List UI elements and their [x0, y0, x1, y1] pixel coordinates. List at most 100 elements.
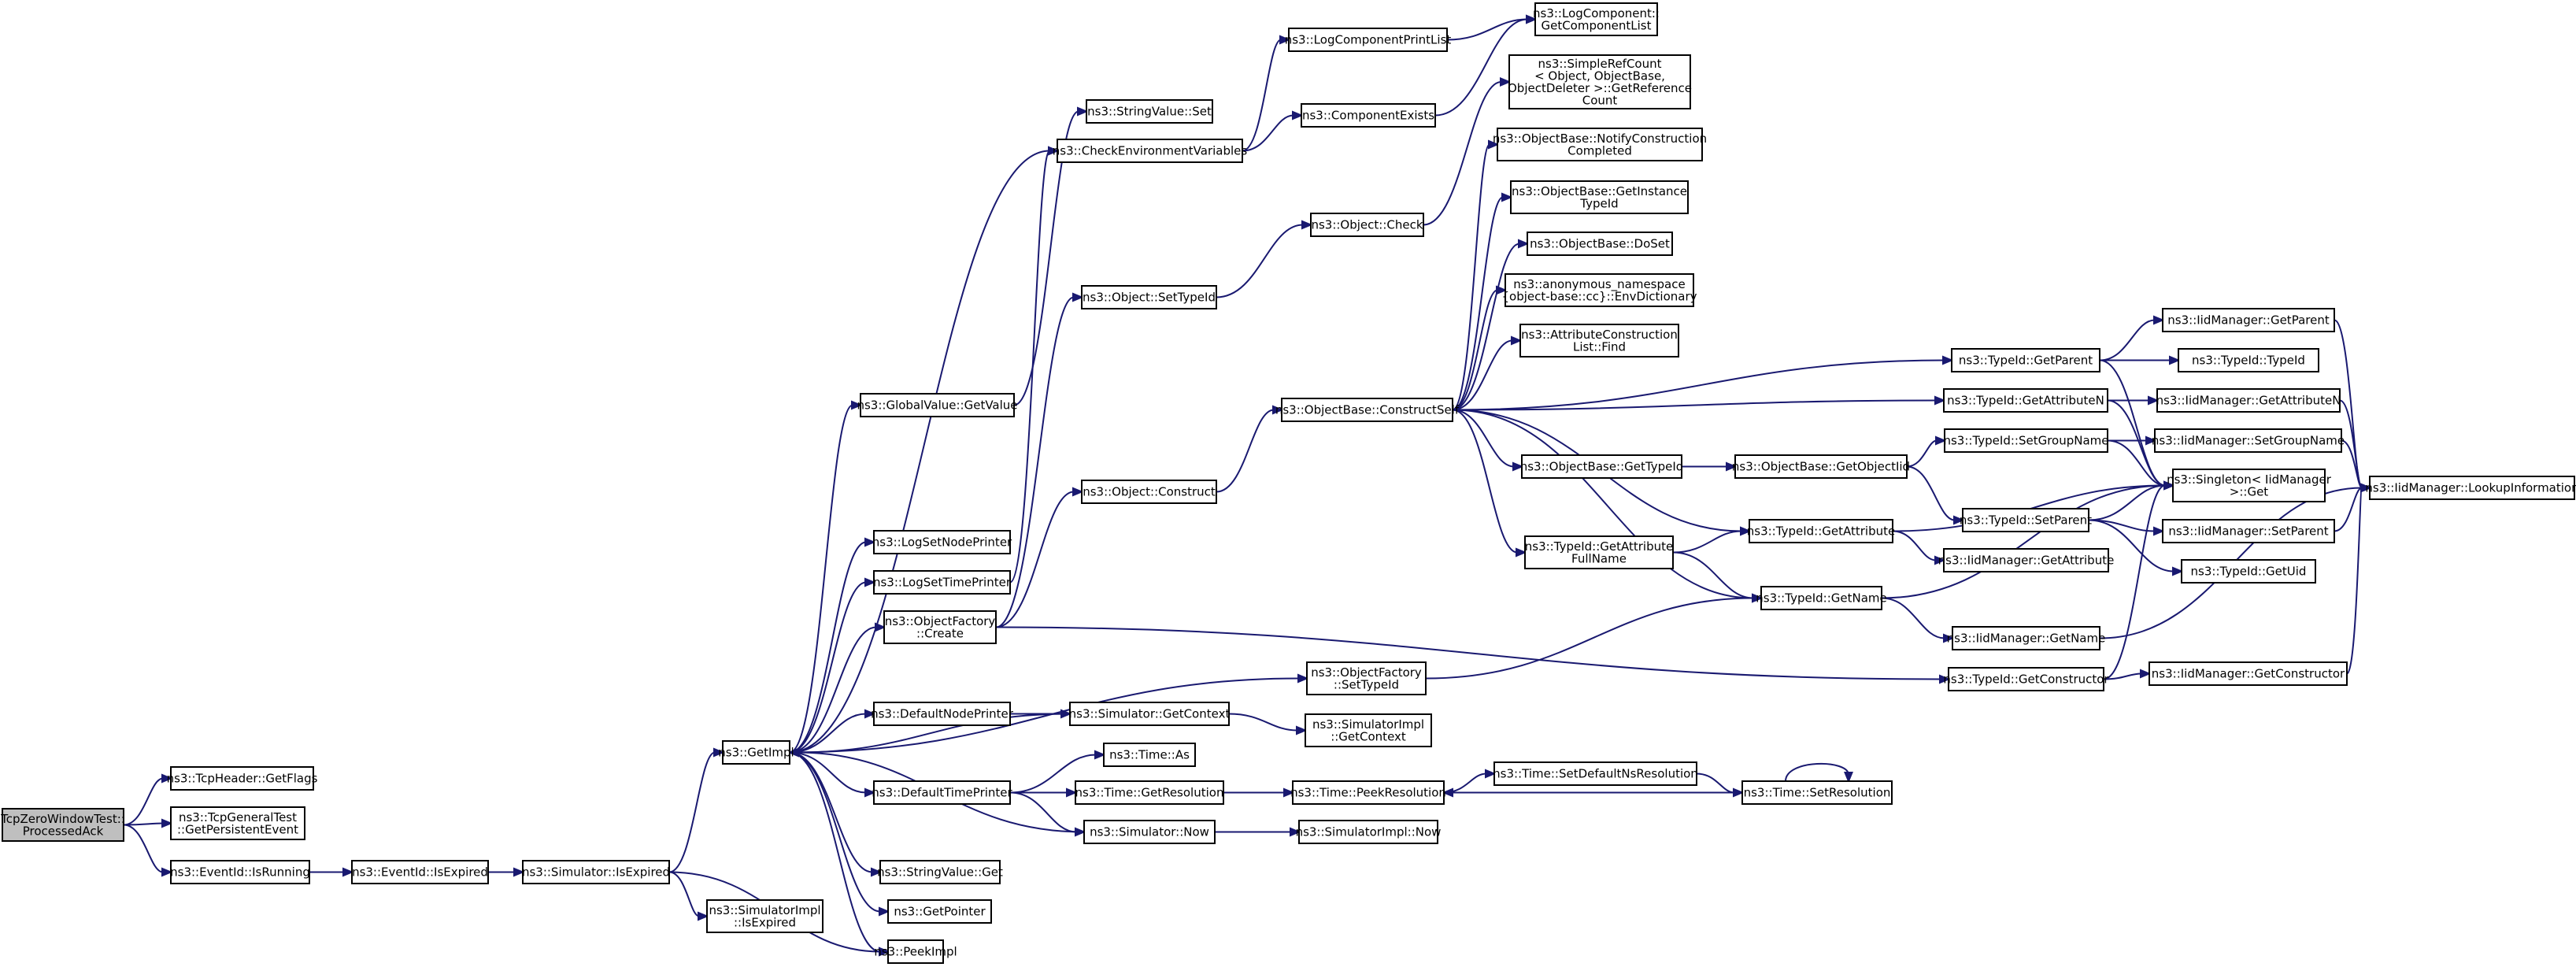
- node-tidsetparent[interactable]: ns3::TypeId::SetParent: [1960, 508, 2092, 532]
- node-notifyconstr[interactable]: ns3::ObjectBase::NotifyConstructionCompl…: [1493, 128, 1707, 161]
- edge-line: [2341, 439, 2363, 489]
- node-simnow[interactable]: ns3::Simulator::Now: [1083, 820, 1216, 844]
- node-label: ns3::ObjectBase::GetObjectIid: [1732, 460, 1910, 474]
- node-getpointer[interactable]: ns3::GetPointer: [887, 899, 992, 924]
- node-tidgetctor[interactable]: ns3::TypeId::GetConstructor: [1943, 667, 2109, 691]
- node-obgetobjtid[interactable]: ns3::ObjectBase::GetObjectIid: [1732, 454, 1910, 479]
- node-doset[interactable]: ns3::ObjectBase::DoSet: [1527, 232, 1673, 256]
- node-iidsetparent[interactable]: ns3::IidManager::SetParent: [2162, 519, 2335, 543]
- node-iidgetname[interactable]: ns3::IidManager::GetName: [1947, 626, 2106, 650]
- node-tidgetparent[interactable]: ns3::TypeId::GetParent: [1951, 348, 2100, 372]
- node-timeas[interactable]: ns3::Time::As: [1103, 743, 1196, 767]
- node-label: ns3::TypeId::GetName: [1756, 591, 1886, 606]
- node-peekres[interactable]: ns3::Time::PeekResolution: [1290, 780, 1446, 805]
- node-peekimpl[interactable]: ns3::PeekImpl: [874, 939, 957, 964]
- node-tidsetgroup[interactable]: ns3::TypeId::SetGroupName: [1943, 428, 2109, 453]
- edge-arrowhead: [1072, 292, 1084, 302]
- node-iidgetattr[interactable]: ns3::IidManager::GetAttribute: [1938, 548, 2115, 572]
- node-strset[interactable]: ns3::StringValue::Set: [1086, 99, 1213, 124]
- node-simgetctx[interactable]: ns3::Simulator::GetContext: [1069, 702, 1231, 726]
- node-checkenv[interactable]: ns3::CheckEnvironmentVariables: [1053, 139, 1248, 163]
- node-tidgetname[interactable]: ns3::TypeId::GetName: [1756, 586, 1887, 610]
- node-tcpflags[interactable]: ns3::TcpHeader::GetFlags: [167, 766, 318, 791]
- node-simexpired[interactable]: ns3::Simulator::IsExpired: [522, 860, 670, 884]
- node-label: ns3::Time::As: [1109, 748, 1190, 762]
- node-isrunning[interactable]: ns3::EventId::IsRunning: [170, 860, 310, 884]
- node-label: ns3::TypeId::GetConstructor: [1943, 672, 2109, 687]
- node-constructself[interactable]: ns3::ObjectBase::ConstructSelf: [1275, 398, 1460, 422]
- node-setdefns[interactable]: ns3::Time::SetDefaultNsResolution: [1493, 761, 1698, 786]
- node-tidtypeid[interactable]: ns3::TypeId::TypeId: [2178, 348, 2319, 372]
- node-objfactcreate[interactable]: ns3::ObjectFactory::Create: [883, 610, 997, 644]
- edge-timegetres-to-peekres: [1223, 787, 1295, 798]
- node-objsettid[interactable]: ns3::Object::SetTypeId: [1081, 285, 1217, 309]
- edge-line: [789, 541, 867, 754]
- node-iidgetattrn[interactable]: ns3::IidManager::GetAttributeN: [2156, 388, 2341, 413]
- node-box: [1075, 780, 1224, 805]
- node-tidgetattr[interactable]: ns3::TypeId::GetAttribute: [1747, 519, 1895, 543]
- node-evexpired[interactable]: ns3::EventId::IsExpired: [351, 860, 489, 884]
- node-setres[interactable]: ns3::Time::SetResolution: [1741, 780, 1893, 805]
- node-iidgetparent[interactable]: ns3::IidManager::GetParent: [2162, 308, 2335, 332]
- node-label: ns3::anonymous_namespace: [1513, 277, 1685, 292]
- node-lookupinfo[interactable]: ns3::IidManager::LookupInformation: [2365, 476, 2576, 500]
- edge-arrowhead: [1488, 139, 1500, 150]
- node-compexists[interactable]: ns3::ComponentExists: [1301, 103, 1436, 128]
- node-implnow[interactable]: ns3::SimulatorImpl::Now: [1296, 820, 1442, 844]
- node-lognode[interactable]: ns3::LogSetNodePrinter: [872, 530, 1012, 554]
- edge-arrowhead: [1297, 673, 1309, 684]
- edge-objfactcreate-to-tidgetctor: [995, 626, 1951, 684]
- node-objconstruct[interactable]: ns3::Object::Construct: [1081, 480, 1217, 504]
- node-box: [1057, 139, 1243, 163]
- node-getcomplist[interactable]: ns3::LogComponent::GetComponentList: [1533, 2, 1660, 36]
- node-label: ns3::SimulatorImpl: [709, 903, 820, 917]
- edge-arrowhead: [871, 867, 883, 877]
- node-tidgetuid[interactable]: ns3::TypeId::GetUid: [2181, 559, 2316, 584]
- node-box: [873, 570, 1011, 595]
- edge-arrowhead: [161, 818, 173, 828]
- node-root[interactable]: TcpZeroWindowTest::ProcessedAck: [0, 808, 125, 842]
- node-deftime[interactable]: ns3::DefaultTimePrinter: [872, 780, 1013, 805]
- node-envdict[interactable]: ns3::anonymous_namespace{object-base::cc…: [1502, 273, 1697, 307]
- node-objfactsettid[interactable]: ns3::ObjectFactory::SetTypeId: [1306, 661, 1427, 695]
- edge-line: [789, 150, 1050, 754]
- node-box: [1310, 213, 1424, 237]
- node-persist[interactable]: ns3::TcpGeneralTest::GetPersistentEvent: [170, 806, 305, 840]
- node-box: [1944, 428, 2108, 453]
- node-globalget[interactable]: ns3::GlobalValue::GetValue: [857, 393, 1018, 417]
- edge-tidgetparent-to-singleton: [2099, 359, 2175, 491]
- node-box: [1497, 128, 1703, 161]
- node-implexpired[interactable]: ns3::SimulatorImpl::IsExpired: [706, 899, 824, 933]
- node-getimpl[interactable]: ns3::GetImpl: [718, 740, 794, 765]
- node-label: ProcessedAck: [23, 824, 104, 838]
- edge-objfactcreate-to-objconstruct: [995, 487, 1084, 628]
- edge-line: [123, 777, 164, 826]
- node-box: [883, 610, 997, 644]
- node-obgettid[interactable]: ns3::ObjectBase::GetTypeId: [1520, 454, 1684, 479]
- node-label: ns3::IidManager::GetName: [1947, 632, 2106, 646]
- node-strget[interactable]: ns3::StringValue::Get: [877, 860, 1003, 884]
- node-defnode[interactable]: ns3::DefaultNodePrinter: [871, 702, 1014, 726]
- edge-line: [1452, 409, 1754, 599]
- node-logtime[interactable]: ns3::LogSetTimePrinter: [873, 570, 1012, 595]
- node-objcheck[interactable]: ns3::Object::Check: [1310, 213, 1424, 237]
- node-timegetres[interactable]: ns3::Time::GetResolution: [1075, 780, 1224, 805]
- edge-simexpired-to-implexpired: [668, 871, 709, 921]
- node-iidsetgroup[interactable]: ns3::IidManager::SetGroupName: [2152, 428, 2345, 453]
- node-box: [170, 806, 305, 840]
- node-tidgetattrn[interactable]: ns3::TypeId::GetAttributeN: [1943, 388, 2108, 413]
- node-singleton[interactable]: ns3::Singleton< IidManager>::Get: [2167, 469, 2332, 502]
- node-iidgetctor[interactable]: ns3::IidManager::GetConstructor: [2149, 661, 2348, 686]
- node-box: [1298, 820, 1438, 844]
- edge-arrowhead: [1844, 772, 1853, 784]
- edge-line: [1452, 339, 1513, 411]
- edge-line: [1216, 224, 1304, 298]
- node-logprint[interactable]: ns3::LogComponentPrintList: [1285, 28, 1452, 52]
- node-refcount[interactable]: ns3::SimpleRefCount< Object, ObjectBase,…: [1508, 54, 1692, 109]
- edge-tidgetname-to-iidgetname: [1881, 597, 1955, 643]
- edge-arrowhead: [864, 577, 876, 587]
- node-implgetctx[interactable]: ns3::SimulatorImpl::GetContext: [1305, 713, 1432, 747]
